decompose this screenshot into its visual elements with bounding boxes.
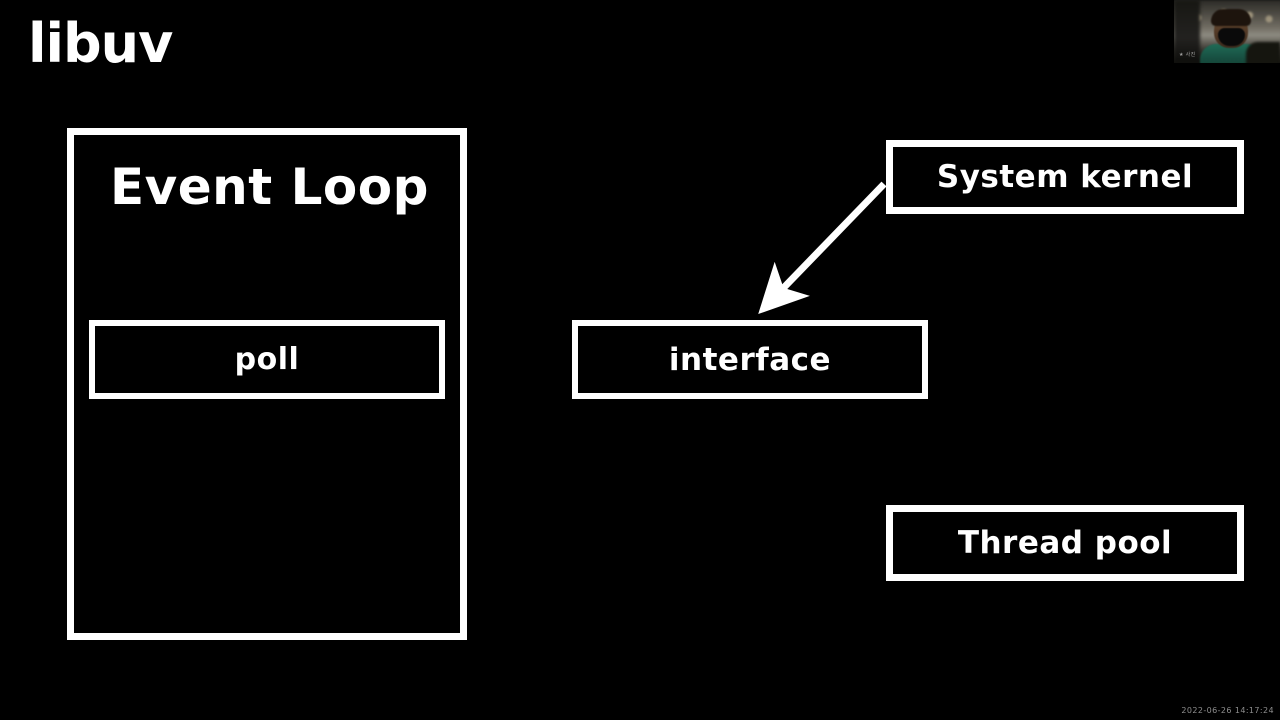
diagram-node-thread-pool: Thread pool (886, 505, 1244, 581)
diagram-node-event-loop-label: Event Loop (110, 158, 429, 216)
recording-timestamp: 2022-06-26 14:17:24 (1181, 706, 1274, 715)
page-title: libuv (28, 12, 173, 75)
diagram-node-interface: interface (572, 320, 928, 399)
webcam-person-hair (1211, 9, 1251, 26)
diagram-node-system-kernel-label: System kernel (936, 159, 1194, 195)
webcam-background-left-wall (1174, 0, 1200, 63)
diagram-node-interface-label: interface (668, 341, 832, 378)
webcam-person-face-mask (1218, 28, 1245, 46)
diagram-node-thread-pool-label: Thread pool (957, 525, 1173, 561)
diagram-node-poll-label: poll (234, 342, 300, 377)
webcam-overlay: ★ 사진 (1172, 0, 1280, 63)
diagram-node-poll: poll (89, 320, 445, 399)
diagram-node-system-kernel: System kernel (886, 140, 1244, 214)
arrow-system-kernel-to-interface (758, 181, 887, 315)
webcam-person-shoulder (1246, 42, 1280, 63)
webcam-watermark: ★ 사진 (1179, 52, 1196, 58)
